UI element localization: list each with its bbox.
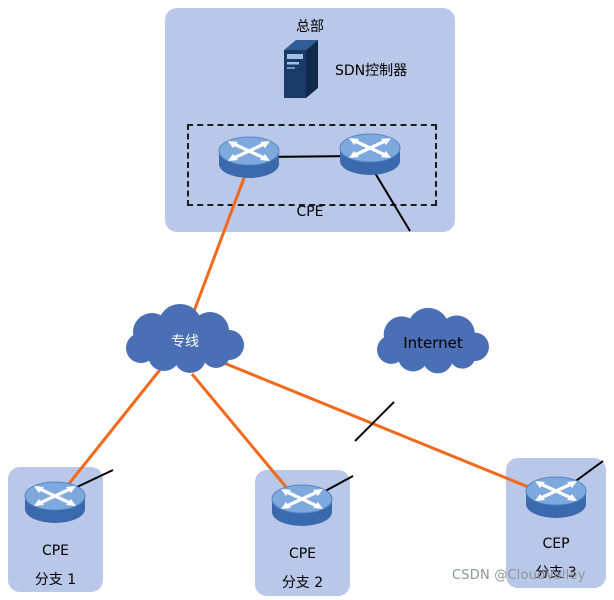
- private-line-cloud-label: 专线: [171, 334, 199, 350]
- branch-2-router-icon: [270, 483, 334, 529]
- branch-1-name-label: 分支 1: [34, 572, 77, 588]
- branch-2-device-label: CPE: [288, 546, 317, 562]
- headquarters-title: 总部: [296, 19, 324, 35]
- headquarters-cpe-label: CPE: [296, 204, 324, 220]
- internet-cloud: Internet: [368, 306, 498, 380]
- sdn-controller-server-icon: [278, 36, 322, 102]
- cpe-cluster-dashed-box: [187, 124, 437, 206]
- hq-router-left-icon: [217, 135, 281, 181]
- branch-3-name-label: 分支 3: [535, 565, 577, 581]
- internet-cloud-label: Internet: [403, 334, 463, 352]
- branch-1-router-icon: [23, 480, 87, 526]
- hq-router-right-icon: [338, 132, 402, 178]
- branch-2-name-label: 分支 2: [281, 575, 324, 591]
- link-internet-segment: [354, 401, 395, 442]
- branch-3-device-label: CEP: [542, 536, 570, 552]
- watermark-text: CSDN @CloudValley: [452, 568, 586, 583]
- branch-3-router-icon: [524, 475, 588, 521]
- private-line-cloud: 专线: [120, 302, 250, 380]
- sdn-controller-label: SDN控制器: [335, 63, 408, 79]
- branch-1-device-label: CPE: [41, 543, 70, 559]
